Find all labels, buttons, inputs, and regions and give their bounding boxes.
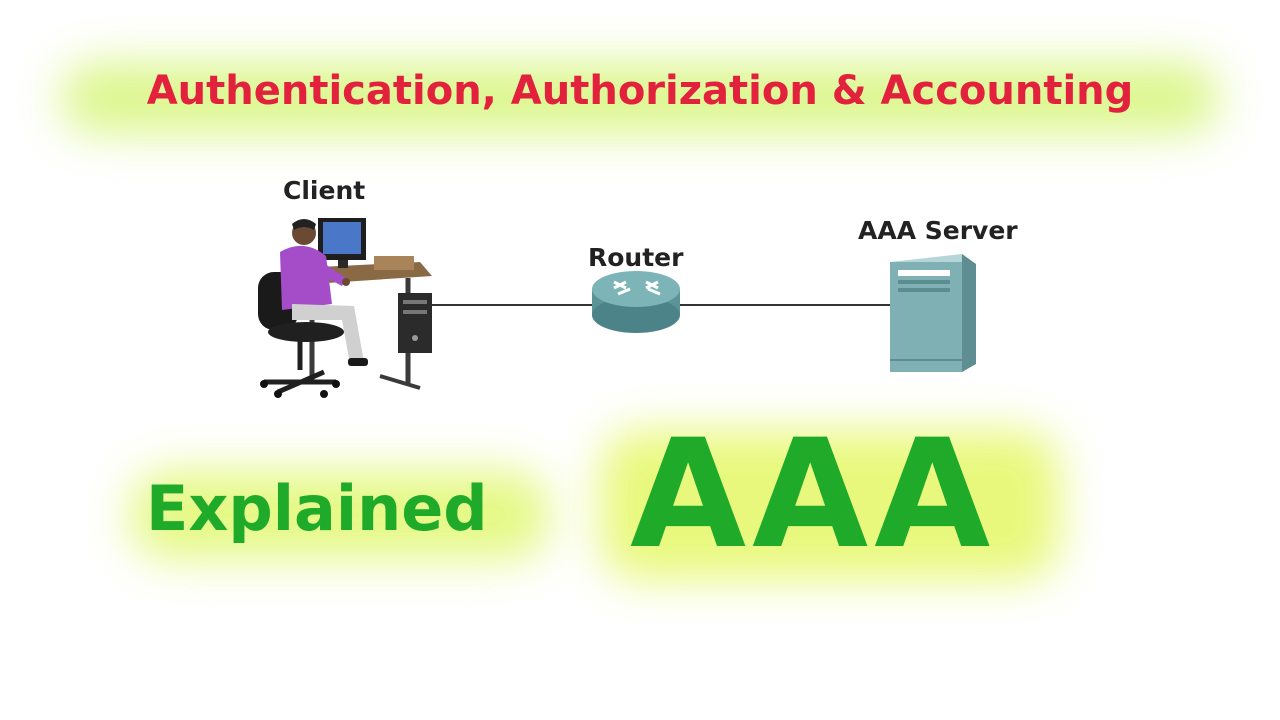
server-label: AAA Server — [858, 216, 1018, 245]
client-label: Client — [283, 176, 366, 205]
router-icon — [592, 271, 680, 333]
person-at-computer-icon — [258, 218, 432, 398]
explained-glow — [130, 470, 550, 560]
title-glow — [60, 62, 1220, 134]
aaa-glow — [600, 430, 1060, 580]
router-label: Router — [588, 243, 684, 272]
explained-text: Explained — [146, 472, 488, 545]
server-icon — [890, 254, 976, 372]
aaa-acronym: AAA — [630, 408, 997, 582]
page-title: Authentication, Authorization & Accounti… — [146, 68, 1134, 114]
